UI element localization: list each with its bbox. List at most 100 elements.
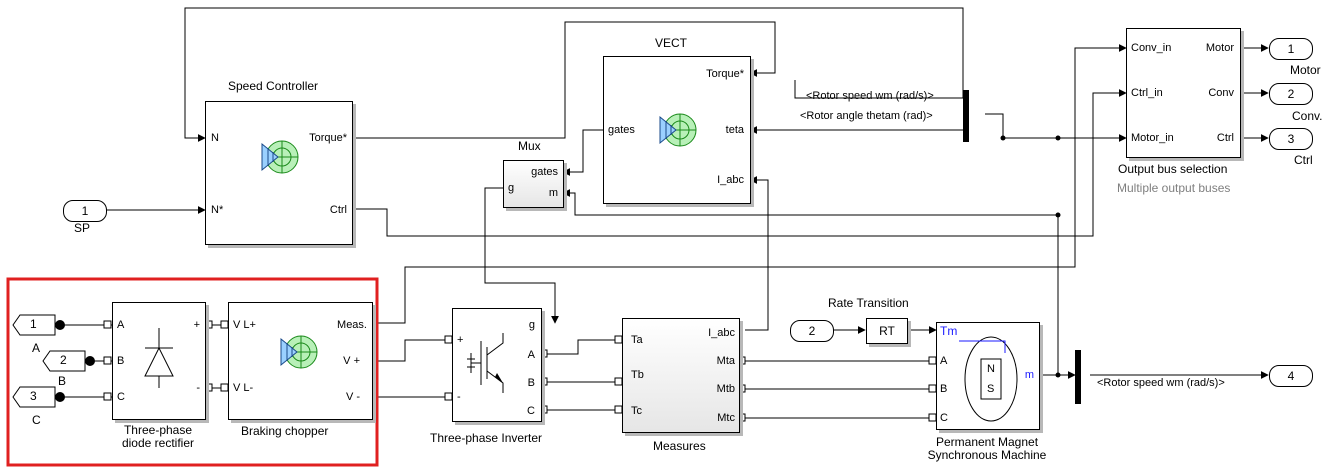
vect-port-torque: Torque* [706, 68, 744, 80]
meas-port-mtc: Mtc [717, 412, 735, 424]
chopper-port-vp: V + [343, 355, 360, 367]
speed-controller-title: Speed Controller [228, 79, 319, 93]
conn-port-b-shape [42, 350, 86, 372]
chopper-icon [280, 335, 318, 369]
port-n: N [211, 132, 219, 144]
outport-1[interactable]: 1 [1269, 38, 1313, 60]
output-bus-subtitle: Multiple output buses [1117, 181, 1231, 195]
wire-speed-m [562, 189, 1059, 375]
chopper-block[interactable]: V L+ V L- Meas. V + V - [228, 302, 373, 420]
pmsm-port-c: C [940, 412, 948, 424]
inv-port-a: A [527, 349, 535, 361]
output-bus-block[interactable]: Conv_in Ctrl_in Motor_in Motor Conv Ctrl [1126, 28, 1241, 158]
port-conv-in: Conv_in [1131, 42, 1172, 54]
vect-title: VECT [655, 36, 688, 50]
outport-2[interactable]: 2 [1269, 83, 1313, 105]
motor-icon [959, 336, 1018, 422]
mux-port-m: m [548, 187, 558, 199]
signal-rotor-speed-out: <Rotor speed wm (rad/s)> [1097, 377, 1225, 389]
mux-port-g: g [508, 182, 515, 194]
conn-port-c-shape [12, 386, 56, 408]
measures-block[interactable]: Ta Tb Tc I_abc Mta Mtb Mtc [622, 318, 740, 433]
chopper-port-vlp: V L+ [233, 319, 256, 331]
vect-port-gates: gates [608, 124, 635, 136]
conn-port-c[interactable]: 3 [30, 389, 37, 403]
inport-rt[interactable]: 2 [790, 320, 834, 342]
meas-port-mtb: Mtb [716, 383, 735, 395]
inverter-block[interactable]: g + - A B C [452, 308, 542, 422]
inport-sp[interactable]: 1 [63, 200, 107, 222]
wire-meas [371, 44, 1127, 324]
mux-block[interactable]: g gates m [503, 160, 564, 208]
measures-title: Measures [653, 439, 706, 453]
inv-port-minus: - [457, 391, 461, 403]
vect-port-teta: teta [725, 124, 744, 136]
outport-4[interactable]: 4 [1269, 365, 1313, 387]
rect-port-b: B [117, 355, 125, 367]
wire-iabc [745, 176, 769, 331]
wire-mux-g [484, 187, 559, 324]
outport-1-label: Motor [1290, 63, 1321, 77]
mux-title: Mux [518, 139, 541, 153]
pmsm-block[interactable]: Tm A B C m N S [936, 322, 1040, 430]
vect-block[interactable]: gates Torque* teta I_abc [603, 56, 751, 204]
conn-port-a[interactable]: 1 [30, 317, 37, 331]
inport-sp-label: SP [74, 221, 91, 235]
rate-transition-block[interactable]: RT [866, 318, 908, 344]
rect-port-minus: - [196, 382, 200, 394]
signal-rotor-angle: <Rotor angle thetam (rad)> [800, 110, 933, 122]
inverter-title: Three-phase Inverter [430, 431, 543, 445]
pmsm-port-b: B [940, 383, 948, 395]
pmsm-n-label: N [987, 363, 995, 375]
pmsm-port-tm: Tm [940, 324, 958, 338]
pmsm-port-m: m [1024, 369, 1034, 381]
outport-2-label: Conv. [1292, 109, 1323, 123]
rect-port-c: C [117, 391, 125, 403]
inv-port-plus: + [457, 334, 464, 346]
conn-port-b[interactable]: 2 [60, 353, 67, 367]
chopper-port-vlm: V L- [233, 382, 254, 394]
highlight-box [6, 277, 379, 467]
meas-port-mta: Mta [716, 355, 735, 367]
meas-port-tc: Tc [631, 405, 642, 417]
port-motor: Motor [1205, 42, 1234, 54]
conn-port-b-label: B [58, 374, 67, 388]
diode-icon [144, 328, 174, 388]
output-bus-title: Output bus selection [1118, 162, 1228, 176]
inv-port-c: C [527, 405, 535, 417]
pmsm-s-label: S [987, 383, 995, 395]
conn-port-a-shape [12, 314, 56, 336]
signal-rotor-speed: <Rotor speed wm (rad/s)> [806, 90, 934, 102]
port-torque: Torque* [309, 132, 347, 144]
port-motor-in: Motor_in [1131, 132, 1174, 144]
port-conv: Conv [1208, 87, 1234, 99]
vect-port-iabc: I_abc [717, 174, 744, 186]
port-ctrl-out: Ctrl [1216, 132, 1234, 144]
meas-port-ta: Ta [631, 334, 643, 346]
chopper-port-vm: V - [345, 391, 360, 403]
conn-port-c-label: C [32, 413, 41, 427]
meas-port-tb: Tb [631, 369, 644, 381]
wire-top-loop [184, 7, 964, 142]
wire-torque [352, 21, 776, 139]
chopper-title: Braking chopper [241, 424, 329, 438]
wire-gates [562, 129, 603, 176]
outport-3[interactable]: 3 [1269, 128, 1313, 150]
rate-transition-title: Rate Transition [828, 296, 909, 310]
conn-port-a-label: A [32, 341, 41, 355]
mux-port-gates: gates [531, 166, 558, 178]
chopper-port-meas: Meas. [337, 319, 367, 331]
wire-motor-in [985, 113, 1127, 142]
port-nstar: N* [211, 204, 224, 216]
wire-ctrl [352, 89, 1127, 237]
rect-port-a: A [117, 319, 125, 331]
rect-port-plus: + [193, 319, 200, 331]
pmsm-port-a: A [940, 355, 948, 367]
rectifier-block[interactable]: A B C + - [112, 302, 206, 420]
inv-port-g: g [528, 319, 535, 331]
meas-port-iabc: I_abc [708, 327, 735, 339]
port-ctrl: Ctrl [329, 204, 347, 216]
speed-controller-block[interactable]: N N* Torque* Ctrl [205, 101, 353, 245]
